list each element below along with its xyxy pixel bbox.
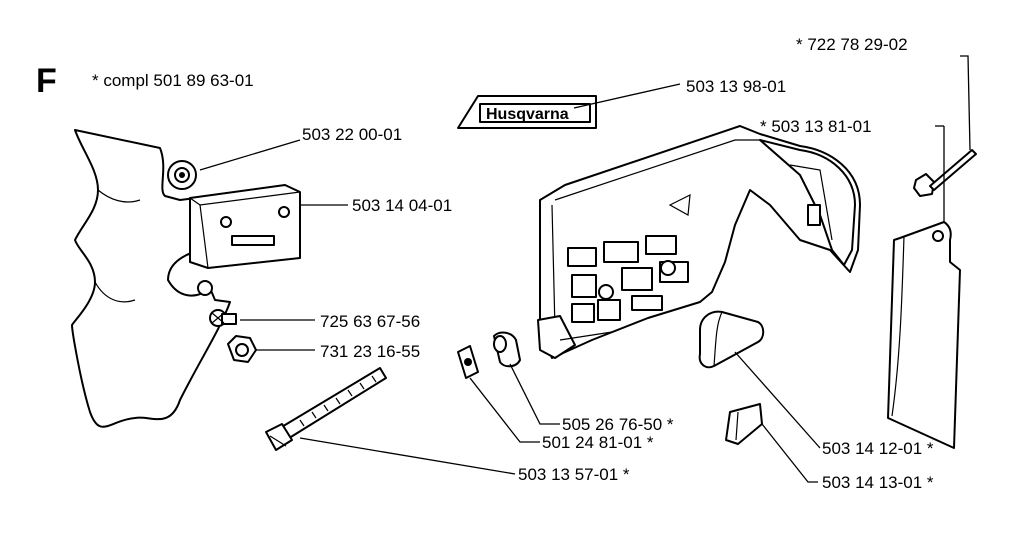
section-letter: F: [36, 62, 57, 100]
label-505-26-76-50: 505 26 76-50 *: [562, 415, 674, 434]
label-503-13-57-01: 503 13 57-01 *: [518, 465, 630, 484]
label-503-13-98-01: 503 13 98-01: [686, 77, 786, 96]
label-731-23-16-55: 731 23 16-55: [320, 342, 420, 361]
tension-screw: [265, 367, 387, 451]
adjuster-plate: [189, 184, 301, 296]
brand-logo-text: Husqvarna: [486, 106, 569, 123]
complete-kit-label: * compl 501 89 63-01: [92, 71, 254, 90]
bumper-503-14-12-01: [698, 310, 765, 369]
screw-722-78-29-02: [913, 149, 977, 197]
nut-731-23-16-55: [227, 335, 257, 363]
washer-501-24-81-01: [457, 345, 479, 379]
chain-guard-plate: [887, 221, 961, 449]
leader-lines: [199, 55, 971, 483]
bumper-503-14-13-01: [725, 403, 763, 445]
husqvarna-decal: Husqvarna: [457, 95, 597, 129]
label-503-22-00-01: 503 22 00-01: [302, 125, 402, 144]
label-503-14-13-01: 503 14 13-01 *: [822, 473, 934, 492]
label-503-13-81-01: * 503 13 81-01: [760, 117, 872, 136]
stud-503-22-00-01: [167, 160, 197, 190]
label-503-14-12-01: 503 14 12-01 *: [822, 439, 934, 458]
label-501-24-81-01: 501 24 81-01 *: [542, 433, 654, 452]
clutch-cover: [537, 125, 861, 359]
label-722-78-29-02: * 722 78 29-02: [796, 35, 908, 54]
screw-725-63-67-56: [209, 309, 237, 327]
label-725-63-67-56: 725 63 67-56: [320, 312, 420, 331]
bar-mount-plate: [71, 129, 231, 428]
label-503-14-04-01: 503 14 04-01: [352, 196, 452, 215]
tensioner-nut: [493, 331, 521, 368]
